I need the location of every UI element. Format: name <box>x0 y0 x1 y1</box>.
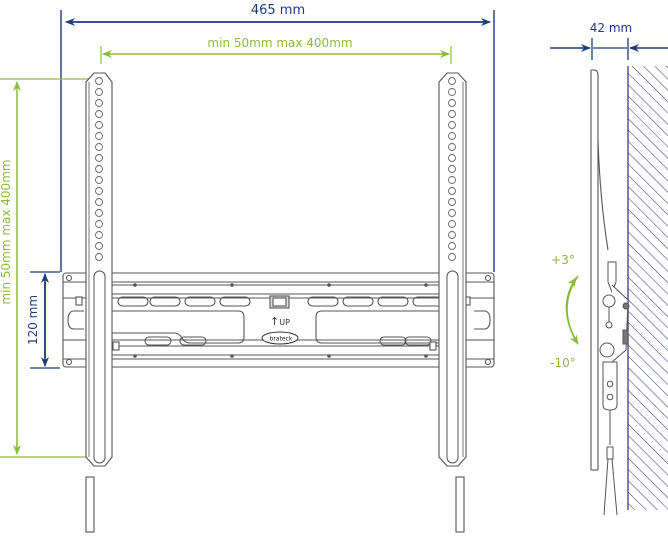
plate-height-label: 120 mm <box>26 295 40 345</box>
tilt-down-label: -10° <box>550 356 576 370</box>
brand-badge: brateck <box>261 331 299 345</box>
plate-height-dimension <box>30 271 60 369</box>
tilt-range-arrow <box>565 275 579 345</box>
right-vertical-arm <box>438 72 467 533</box>
up-indicator: ↑UP <box>270 315 290 328</box>
right-arm-holes <box>448 77 456 261</box>
left-vertical-arm <box>85 72 113 533</box>
wall-distance-dimension <box>550 38 668 60</box>
tilt-mechanism <box>599 261 630 516</box>
vesa-vertical-label: min 50mm max 400mm <box>0 159 13 304</box>
svg-text:brateck: brateck <box>270 336 293 343</box>
vesa-horizontal-dimension <box>100 46 452 64</box>
overall-width-label: 465 mm <box>251 3 305 18</box>
vesa-horizontal-label: min 50mm max 400mm <box>207 36 352 50</box>
tv-side-profile <box>590 69 609 471</box>
wall-distance-label: 42 mm <box>590 21 632 35</box>
overall-width-dimension <box>60 0 495 272</box>
wall-section <box>600 66 668 550</box>
wall-plate <box>62 272 495 368</box>
vesa-vertical-dimension <box>0 78 94 458</box>
left-arm-holes <box>95 77 103 261</box>
tilt-up-label: +3° <box>551 253 575 267</box>
